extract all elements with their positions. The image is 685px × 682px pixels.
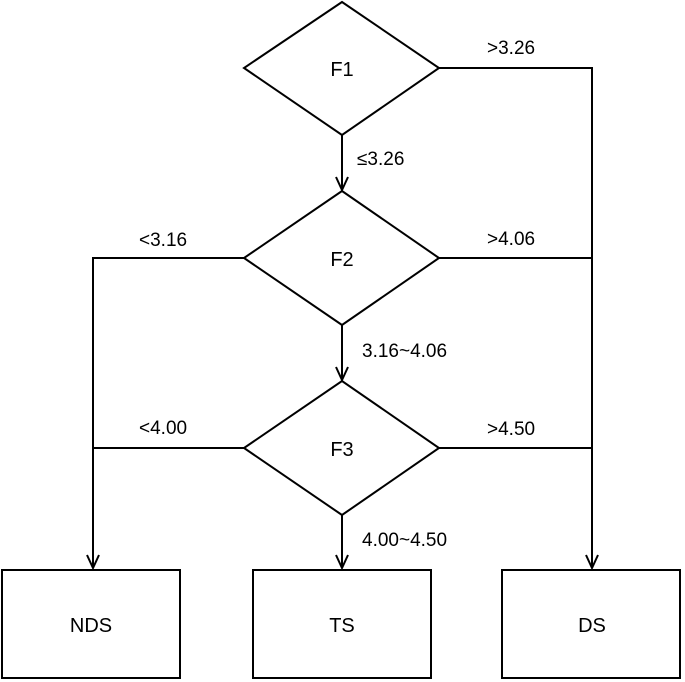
edge-f1-right-label: >3.26 [487, 38, 535, 59]
outcome-ts-box [252, 569, 432, 679]
edge-f3-down-label: 4.00~4.50 [362, 530, 447, 551]
outcome-ds: DS [501, 569, 681, 679]
connectors [92, 67, 593, 566]
outcome-nds: NDS [1, 569, 181, 679]
outcome-ts-label: TS [329, 615, 355, 637]
edge-f2-down-label: 3.16~4.06 [362, 341, 447, 362]
outcome-nds-label: NDS [70, 615, 112, 637]
arrow-to-ts-icon [335, 554, 349, 571]
decision-f1-label: F1 [330, 59, 353, 81]
edge-f2-left-line [92, 257, 244, 566]
edge-f3-left-label: <4.00 [139, 418, 187, 439]
outcome-ds-box [501, 569, 681, 679]
arrow-to-ds-icon [585, 554, 599, 571]
decision-f3: F3 [242, 379, 441, 517]
outcome-ts: TS [252, 569, 432, 679]
decision-f3-diamond [242, 379, 441, 517]
decision-f2: F2 [242, 189, 441, 327]
decision-f2-label: F2 [330, 249, 353, 271]
outcome-ds-label: DS [578, 615, 606, 637]
edge-f1-down-label: ≤3.26 [357, 149, 404, 170]
edge-f2-right-label: >4.06 [487, 229, 535, 250]
decision-f1: F1 [242, 0, 441, 137]
outcome-nds-box [1, 569, 181, 679]
edge-f3-right-label: >4.50 [487, 419, 535, 440]
arrow-to-nds-icon [86, 554, 100, 571]
edge-f2-left-label: <3.16 [139, 230, 187, 251]
decision-f1-diamond [242, 0, 441, 137]
decision-f3-label: F3 [330, 439, 353, 461]
edge-labels: >3.26 ≤3.26 <3.16 >4.06 3.16~4.06 <4.00 … [139, 38, 535, 551]
decision-f2-diamond [242, 189, 441, 327]
edge-f1-right-line [439, 67, 593, 566]
